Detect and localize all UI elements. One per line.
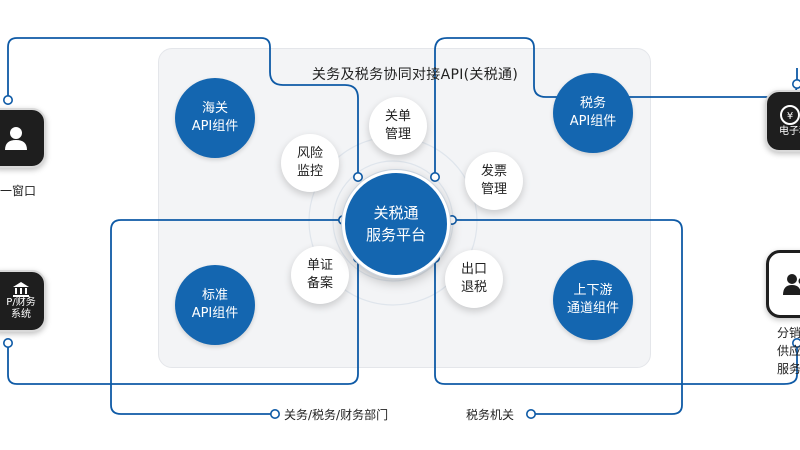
diagram-title: 关务及税务协同对接API(关税通) xyxy=(311,67,519,83)
bank-icon xyxy=(13,282,29,297)
customs-line1: 海关 xyxy=(201,101,228,116)
tax-authority-label: 税务机关 xyxy=(466,408,515,422)
single-window-box xyxy=(0,108,46,168)
export-line2: 退税 xyxy=(460,280,487,295)
channel-component: 上下游 通道组件 xyxy=(553,260,633,340)
erp-line2: 系统 xyxy=(11,309,31,320)
e-tax-box: ¥ 电子税 xyxy=(765,90,800,152)
export-line1: 出口 xyxy=(460,262,487,277)
tax-coin-icon: ¥ xyxy=(780,105,800,125)
dot-tax-authority xyxy=(525,408,536,419)
dot-distribution xyxy=(792,338,800,348)
erp-finance-box: P/财务 系统 xyxy=(0,270,46,332)
dot-erp xyxy=(3,337,13,348)
declaration-line1: 关单 xyxy=(384,109,411,124)
voucher-line1: 单证 xyxy=(306,258,333,273)
e-tax-label: 电子税 xyxy=(779,126,800,137)
invoice-management: 发票 管理 xyxy=(465,152,523,210)
standard-line1: 标准 xyxy=(201,288,228,303)
standard-api-component: 标准 API组件 xyxy=(175,265,255,345)
single-window-label: 一窗口 xyxy=(0,184,37,198)
wire-distribution xyxy=(434,258,798,385)
distribution-label: 分销 供应 服务 xyxy=(777,324,800,378)
customs-api-component: 海关 API组件 xyxy=(175,78,255,158)
tax-line2: API组件 xyxy=(569,114,617,129)
invoice-line1: 发票 xyxy=(480,164,507,179)
center-line2: 服务平台 xyxy=(365,226,426,244)
dot-single-window xyxy=(3,95,13,106)
wire-departments xyxy=(110,219,343,415)
distribution-line2: 供应 xyxy=(777,344,800,358)
distribution-line3: 服务 xyxy=(777,362,800,376)
dot-center-top-right xyxy=(429,172,440,183)
channel-line2: 通道组件 xyxy=(566,301,619,316)
risk-line2: 监控 xyxy=(296,164,323,179)
channel-line1: 上下游 xyxy=(573,283,613,298)
risk-line1: 风险 xyxy=(296,146,323,161)
user-icon xyxy=(5,127,27,150)
voucher-filing: 单证 备案 xyxy=(291,246,349,304)
customs-line2: API组件 xyxy=(191,119,239,134)
wire-tax-authority xyxy=(452,219,683,415)
dot-center-top-left xyxy=(352,172,363,183)
dot-e-tax xyxy=(792,79,800,89)
wire-erp xyxy=(7,258,359,385)
standard-line2: API组件 xyxy=(191,306,239,321)
invoice-line2: 管理 xyxy=(480,182,507,197)
group-user-icon xyxy=(783,274,800,295)
declaration-management: 关单 管理 xyxy=(369,97,427,155)
departments-label: 关务/税务/财务部门 xyxy=(284,408,389,422)
distribution-box xyxy=(766,250,800,318)
svg-text:¥: ¥ xyxy=(787,111,793,122)
dot-departments xyxy=(269,408,280,419)
erp-line1: P/财务 xyxy=(6,297,36,308)
risk-monitoring: 风险 监控 xyxy=(281,134,339,192)
wire-single-window xyxy=(7,37,359,177)
distribution-line1: 分销 xyxy=(777,326,800,340)
center-line1: 关税通 xyxy=(373,204,419,222)
tax-line1: 税务 xyxy=(579,96,606,111)
export-tax-refund: 出口 退税 xyxy=(445,250,503,308)
tax-api-component: 税务 API组件 xyxy=(553,73,633,153)
voucher-line2: 备案 xyxy=(306,276,333,291)
center-platform: 关税通 服务平台 xyxy=(342,170,450,278)
declaration-line2: 管理 xyxy=(384,127,411,142)
